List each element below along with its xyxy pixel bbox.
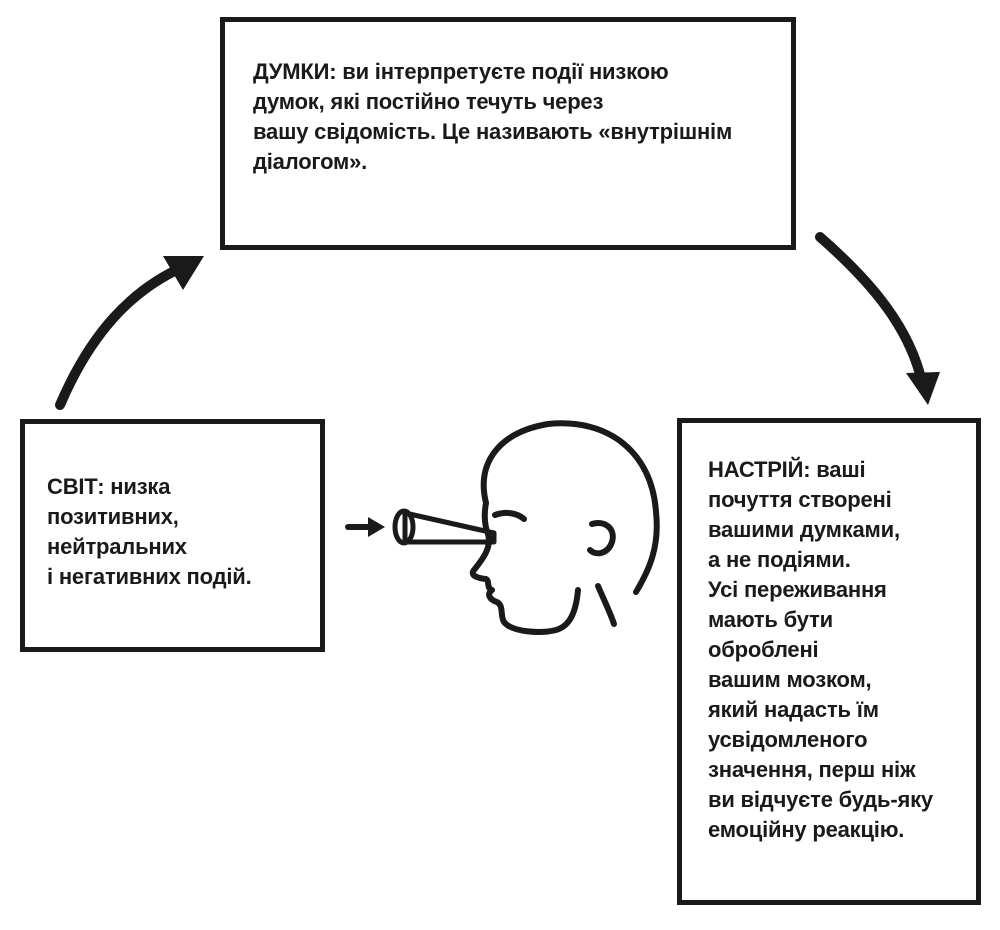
mood-line-9: який надасть їм (708, 697, 879, 722)
world-line-4: і негативних подій. (47, 564, 252, 589)
mood-line-13: емоційну реакцію. (708, 817, 905, 842)
mood-line-11: значення, перш ніж (708, 757, 916, 782)
mood-line-3: вашими думками, (708, 517, 900, 542)
mood-text: НАСТРІЙ: ваші почуття створені вашими ду… (708, 455, 976, 845)
mood-line-5: Усі переживання (708, 577, 887, 602)
small-arrow-icon (345, 517, 385, 537)
thoughts-box: ДУМКИ: ви інтерпретуєте події низкою дум… (220, 17, 796, 250)
world-line-1: низка (104, 474, 171, 499)
world-term: СВІТ: (47, 474, 105, 499)
mood-line-1: ваші (810, 457, 866, 482)
thoughts-line-2: думок, які постійно течуть через (253, 89, 604, 114)
arrow-world-to-thoughts (55, 256, 204, 410)
mood-line-8: вашим мозком, (708, 667, 872, 692)
world-line-3: нейтральних (47, 534, 187, 559)
world-line-2: позитивних, (47, 504, 179, 529)
world-text: СВІТ: низка позитивних, нейтральних і не… (47, 472, 320, 592)
mood-line-7: оброблені (708, 637, 819, 662)
thoughts-term: ДУМКИ: (253, 59, 337, 84)
arrow-thoughts-to-mood (815, 232, 940, 405)
thoughts-line-4: діалогом». (253, 149, 368, 174)
thoughts-line-3: вашу свідомість. Це називають «внутрішні… (253, 119, 733, 144)
mood-line-4: а не подіями. (708, 547, 851, 572)
mood-line-10: усвідомленого (708, 727, 868, 752)
mood-line-2: почуття створені (708, 487, 892, 512)
mood-line-12: ви відчуєте будь-яку (708, 787, 933, 812)
world-box: СВІТ: низка позитивних, нейтральних і не… (20, 419, 325, 652)
mood-term: НАСТРІЙ: (708, 457, 811, 482)
mood-line-6: мають бути (708, 607, 833, 632)
thoughts-text: ДУМКИ: ви інтерпретуєте події низкою дум… (253, 57, 791, 177)
head-with-telescope-icon (392, 420, 660, 635)
mood-box: НАСТРІЙ: ваші почуття створені вашими ду… (677, 418, 981, 905)
thoughts-line-1: ви інтерпретуєте події низкою (336, 59, 669, 84)
